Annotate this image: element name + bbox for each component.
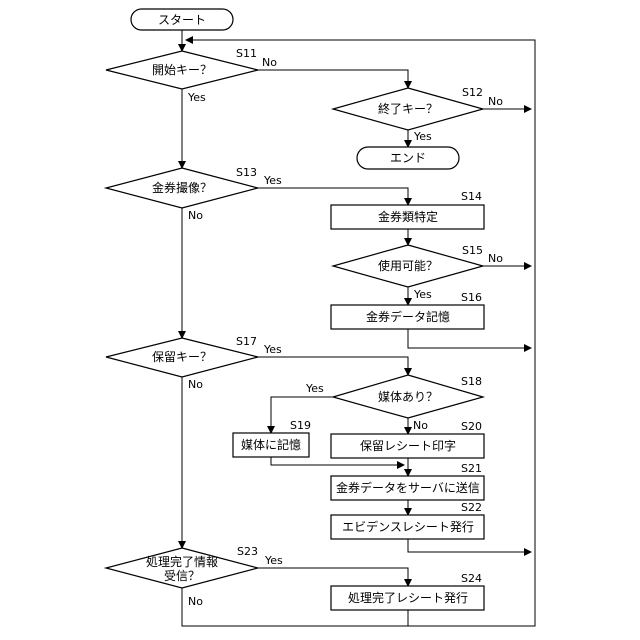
- s18-id: S18: [461, 375, 482, 388]
- decision-s18: 媒体あり？ S18 Yes No: [305, 375, 483, 432]
- s13-label: 金券撮像？: [152, 180, 212, 195]
- s21-label: 金券データをサーバに送信: [336, 480, 480, 495]
- s16-label: 金券データ記憶: [366, 309, 450, 324]
- s15-id: S15: [462, 244, 483, 257]
- decision-s11: 開始キー？ S11 Yes No: [106, 47, 277, 104]
- s17-yes: Yes: [263, 343, 282, 356]
- s17-id: S17: [236, 335, 257, 348]
- s11-yes: Yes: [187, 91, 206, 104]
- s23-yes: Yes: [264, 554, 283, 567]
- start-terminal: スタート: [131, 9, 233, 30]
- decision-s17: 保留キー？ S17 Yes No: [106, 335, 282, 391]
- s14-id: S14: [461, 190, 482, 203]
- process-s19: 媒体に記憶 S19: [233, 419, 311, 457]
- s18-label: 媒体あり？: [378, 390, 438, 404]
- s15-label: 使用可能？: [378, 258, 438, 273]
- s15-yes: Yes: [413, 288, 432, 301]
- decision-s23: 処理完了情報 受信？ S23 Yes No: [106, 545, 283, 608]
- s12-yes: Yes: [413, 130, 432, 143]
- s13-yes: Yes: [263, 174, 282, 187]
- s22-label: エビデンスレシート発行: [342, 519, 474, 534]
- s24-id: S24: [461, 572, 482, 585]
- s13-no: No: [188, 209, 203, 222]
- end-terminal: エンド: [357, 147, 459, 169]
- s23-id: S23: [237, 545, 258, 558]
- s17-label: 保留キー？: [152, 350, 212, 364]
- s22-id: S22: [461, 501, 482, 514]
- s23-label-line2: 受信？: [164, 569, 200, 583]
- decision-s12: 終了キー？ S12 Yes No: [333, 86, 503, 143]
- start-label: スタート: [158, 13, 206, 27]
- s11-id: S11: [236, 47, 257, 60]
- decision-s13: 金券撮像？ S13 Yes No: [106, 166, 282, 222]
- s12-id: S12: [462, 86, 483, 99]
- s17-no: No: [188, 378, 203, 391]
- end-label: エンド: [390, 151, 426, 165]
- s12-label: 終了キー？: [378, 101, 438, 116]
- s20-label: 保留レシート印字: [360, 438, 456, 453]
- s11-label: 開始キー？: [152, 63, 212, 77]
- s20-id: S20: [461, 420, 482, 433]
- s23-no: No: [188, 595, 203, 608]
- s19-id: S19: [290, 419, 311, 432]
- s13-id: S13: [236, 166, 257, 179]
- s12-no: No: [488, 95, 503, 108]
- s19-label: 媒体に記憶: [241, 437, 301, 452]
- s18-no: No: [413, 419, 428, 432]
- s11-no: No: [262, 56, 277, 69]
- s24-label: 処理完了レシート発行: [348, 590, 468, 605]
- s14-label: 金券類特定: [378, 209, 438, 224]
- s15-no: No: [488, 252, 503, 265]
- s23-label-line1: 処理完了情報: [146, 554, 218, 569]
- s18-yes: Yes: [305, 382, 324, 395]
- s21-id: S21: [461, 462, 482, 475]
- s16-id: S16: [461, 291, 482, 304]
